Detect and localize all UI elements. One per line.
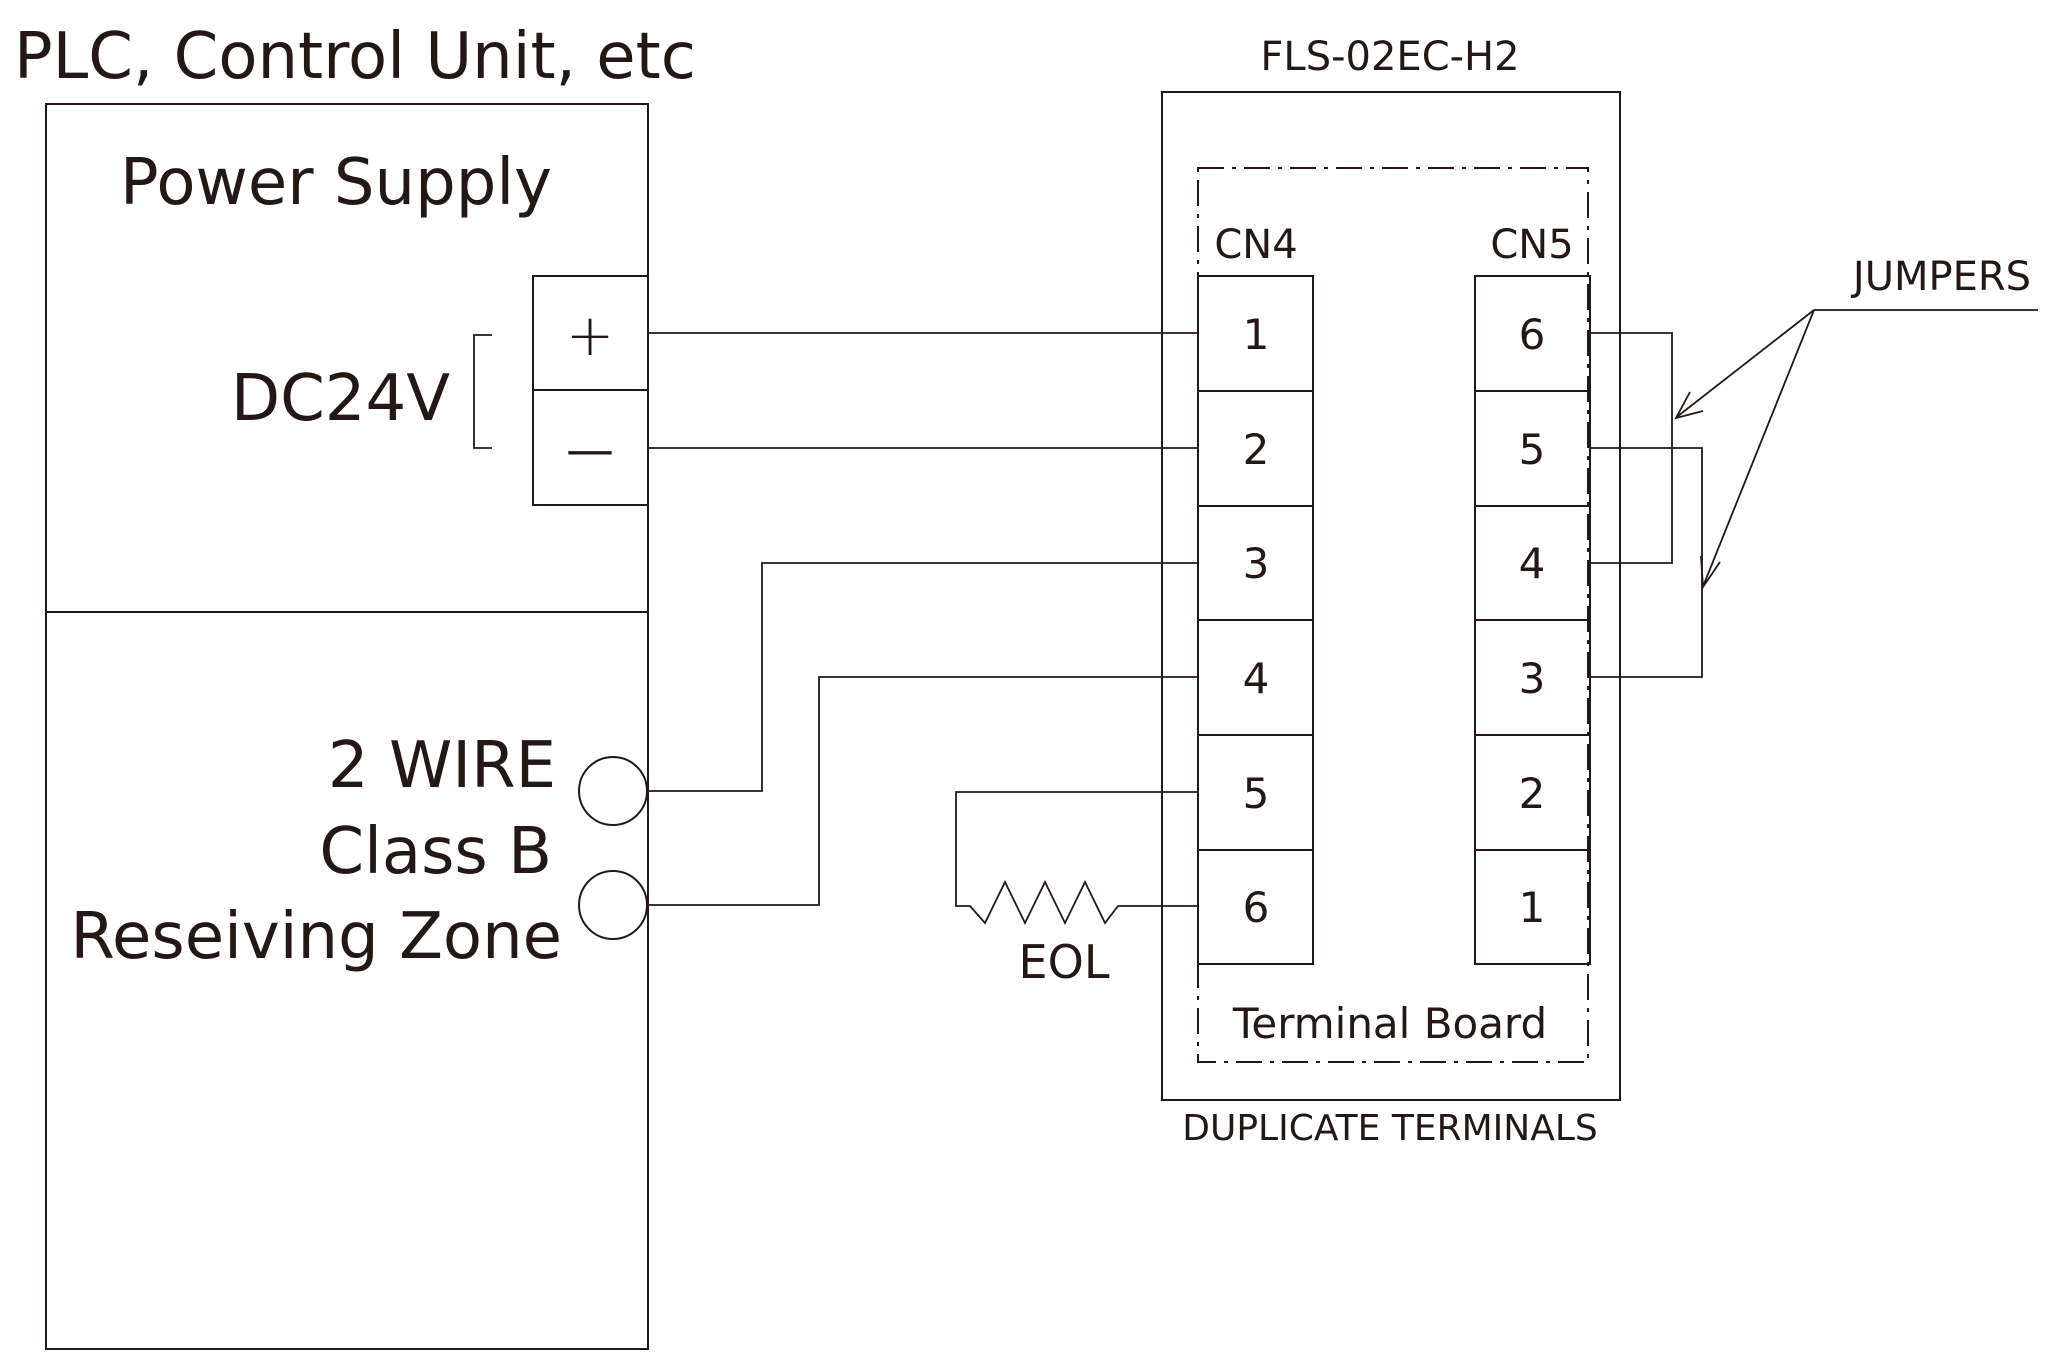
- jumper-arrow-line-2: [1703, 309, 1815, 585]
- wire-zone2-to-cn4-4: [647, 676, 1198, 906]
- plus-symbol: +: [566, 301, 615, 369]
- device-model: FLS-02EC-H2: [1260, 34, 1519, 80]
- zone-terminal-2: [578, 870, 648, 940]
- cn4-terminal-number: 5: [1243, 769, 1270, 818]
- eol-label: EOL: [1019, 935, 1110, 989]
- duplicate-terminals-label: DUPLICATE TERMINALS: [1182, 1108, 1598, 1149]
- cn4-terminal: [1197, 849, 1314, 965]
- cn5-terminal-number: 5: [1519, 425, 1546, 474]
- cn4-terminal-number: 6: [1243, 883, 1270, 932]
- cn5-terminal-number: 4: [1519, 539, 1546, 588]
- controller-title: PLC, Control Unit, etc: [14, 20, 696, 94]
- wire-zone1-to-cn4-3: [647, 562, 1198, 792]
- cn4-label: CN4: [1214, 222, 1297, 268]
- cn4-terminal-number: 3: [1243, 539, 1270, 588]
- cn5-terminal-number: 6: [1519, 310, 1546, 359]
- zone-label-line3: Reseiving Zone: [70, 900, 562, 974]
- terminal-board-label: Terminal Board: [1232, 999, 1547, 1048]
- voltage-label: DC24V: [231, 362, 450, 436]
- cn4-terminal-number: 4: [1243, 654, 1270, 703]
- cn5-terminal: [1474, 849, 1591, 965]
- cn5-terminal-strip: 6 5 4 3 2 1: [1474, 275, 1591, 965]
- eol-resistor-wire: [955, 791, 1198, 926]
- cn5-terminal-number: 3: [1519, 654, 1546, 703]
- voltage-bracket: [473, 334, 492, 449]
- zone-label-line1: 2 WIRE: [328, 729, 556, 803]
- cn5-terminal-number: 2: [1519, 769, 1546, 818]
- cn4-terminal-number: 2: [1243, 425, 1270, 474]
- device-box: [1161, 91, 1621, 1101]
- jumper-arrow-head-2: [1700, 555, 1721, 590]
- minus-symbol: —: [566, 422, 614, 478]
- cn4-terminal-strip: 1 2 3 4 5 6: [1197, 275, 1314, 965]
- cn5-label: CN5: [1490, 222, 1573, 268]
- zone-terminal-1: [578, 756, 648, 826]
- jumper-arrow-head-1: [1674, 391, 1704, 420]
- controller-box: [45, 103, 649, 1350]
- zone-label-line2: Class B: [319, 815, 552, 889]
- power-supply-label: Power Supply: [120, 146, 552, 220]
- cn5-terminal-number: 1: [1519, 883, 1546, 932]
- jumpers-label: JUMPERS: [1850, 254, 2031, 300]
- jumper-arrow-line-1: [1677, 309, 1815, 417]
- cn4-terminal-number: 1: [1243, 310, 1270, 359]
